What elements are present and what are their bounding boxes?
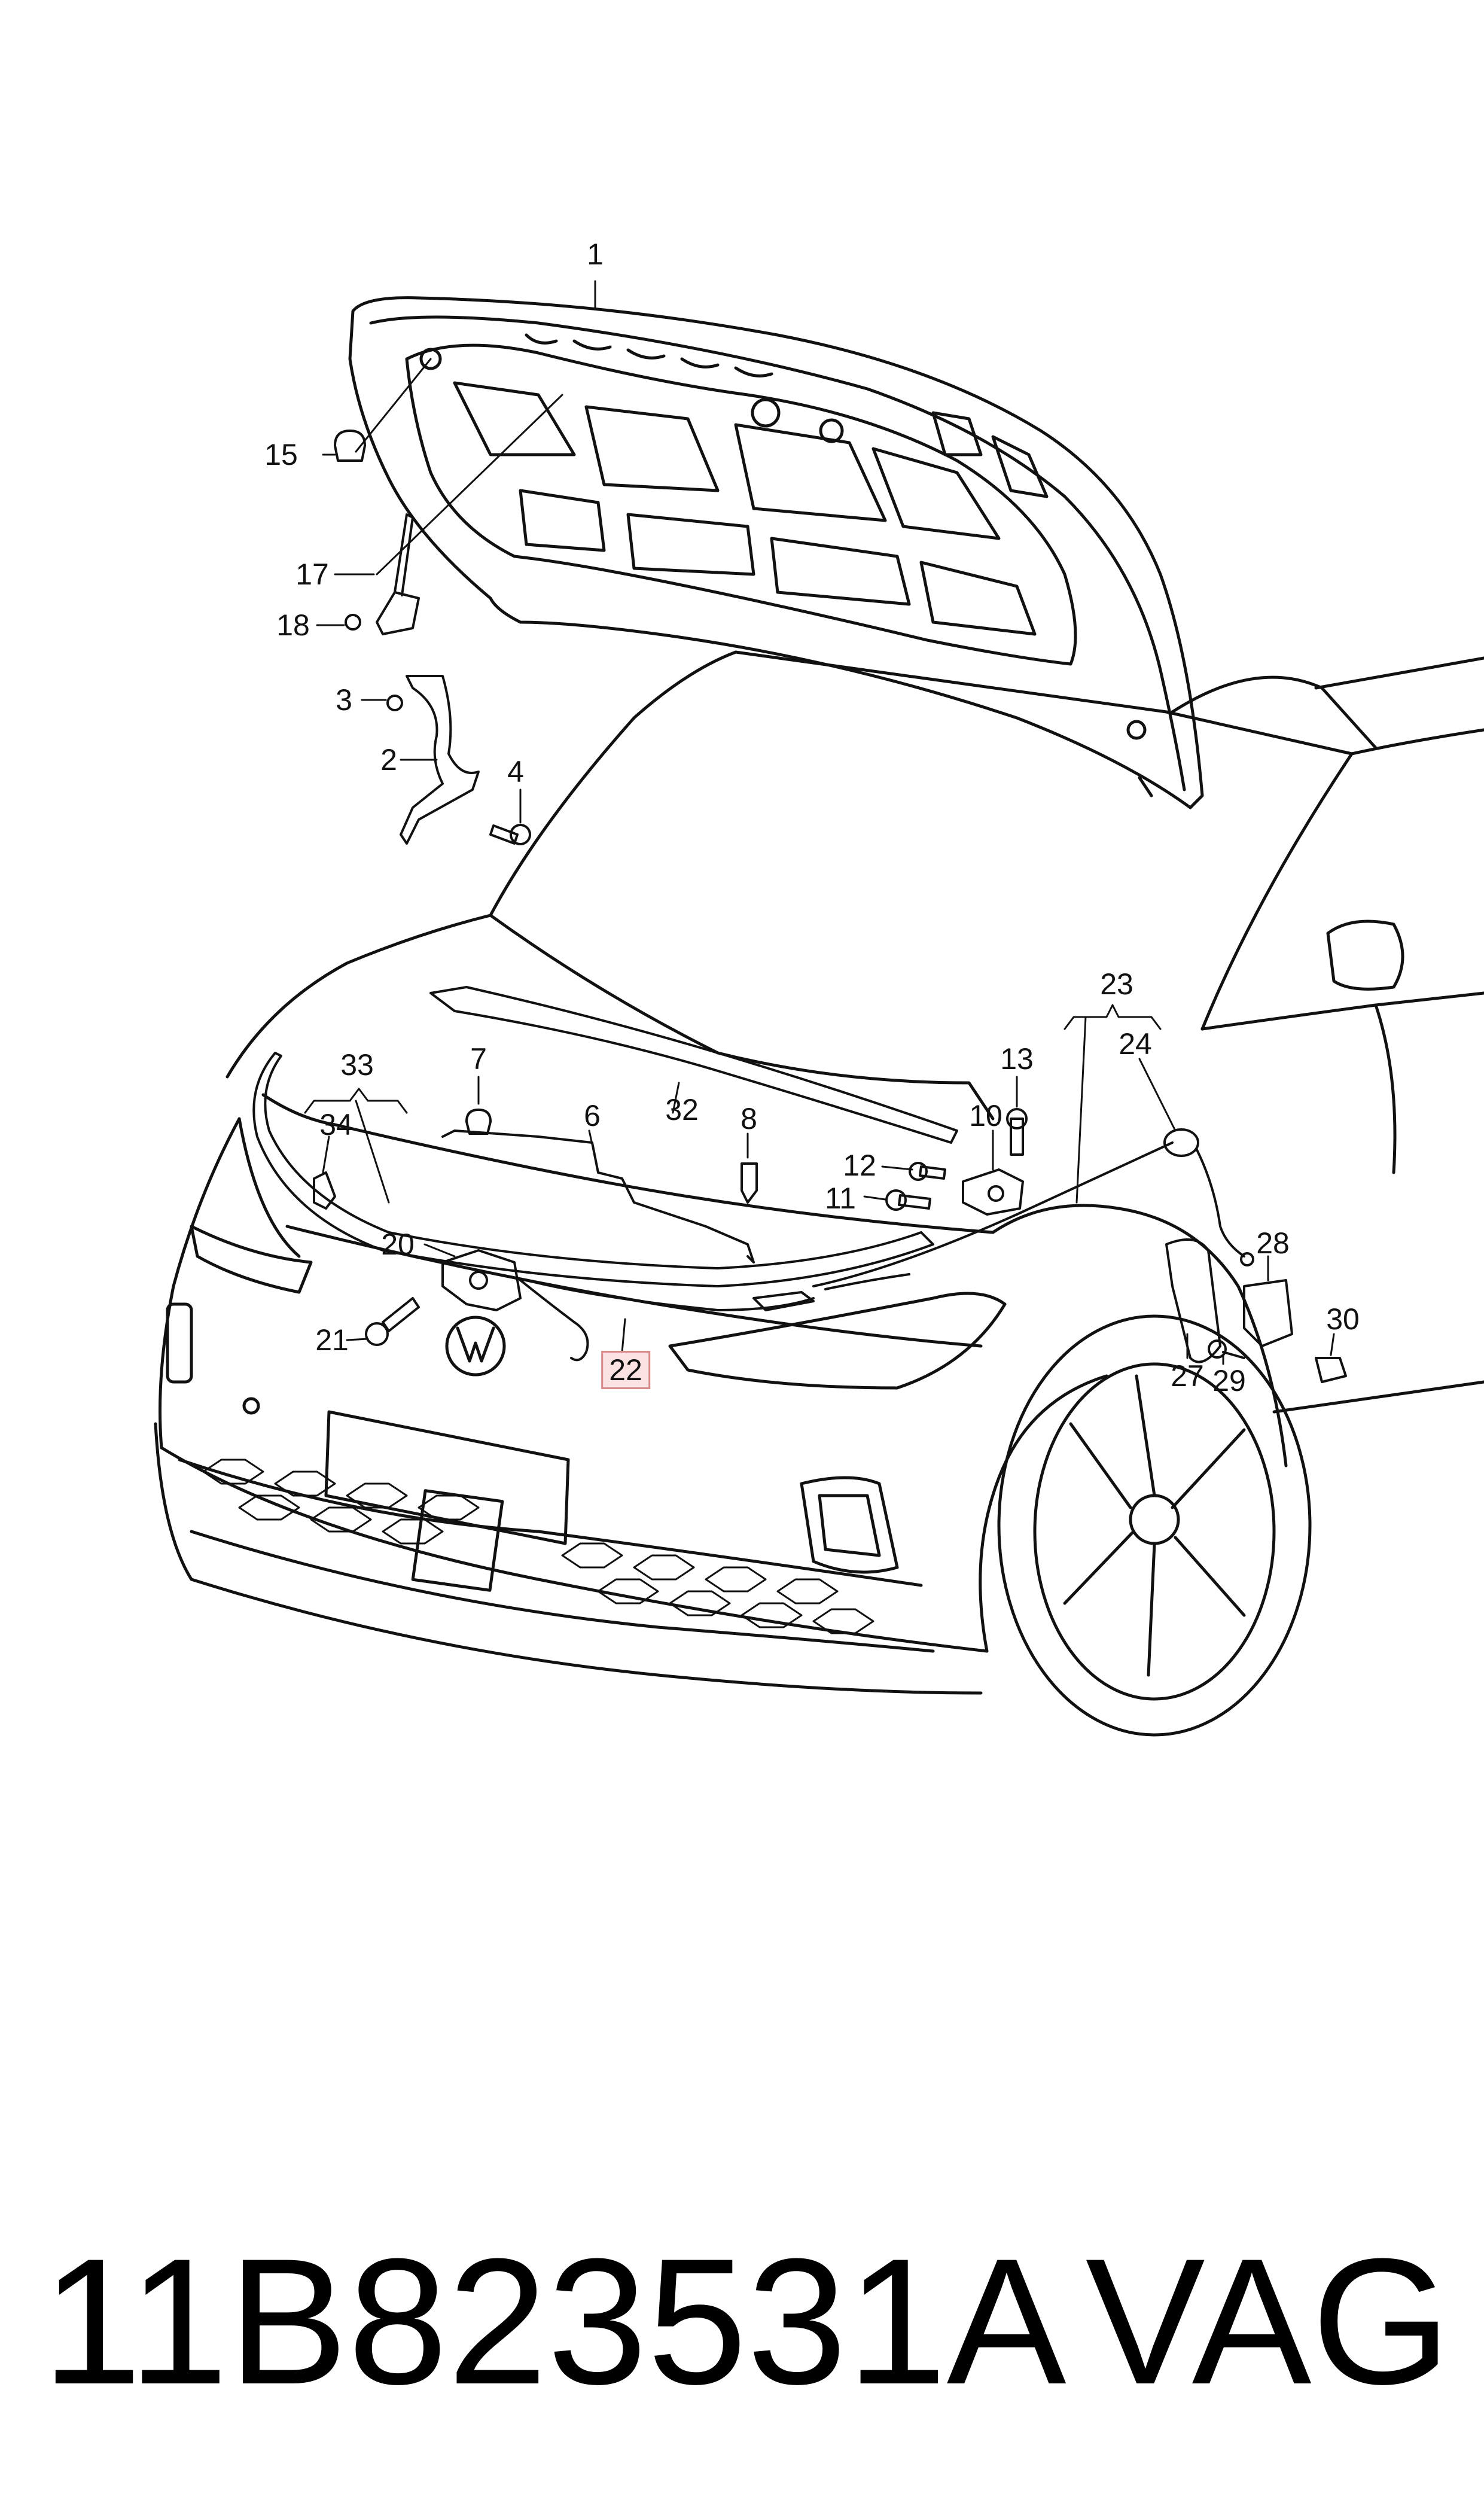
bolt-21: [382, 1297, 420, 1332]
bolt-4: [489, 824, 519, 845]
prop-rod-6: [441, 1129, 755, 1263]
callout-11: 11: [825, 1182, 856, 1215]
part-number-label: 11B823531A: [42, 2221, 1066, 2422]
cable-22: [519, 1279, 589, 1362]
callout-22-highlighted: 22: [601, 1351, 650, 1389]
hinge-2: [400, 675, 480, 845]
hood-panel: [348, 296, 1204, 809]
bolt-11: [898, 1194, 931, 1210]
callout-7: 7: [470, 1042, 487, 1076]
buffer-15: [334, 430, 366, 462]
callout-13: 13: [1000, 1042, 1034, 1076]
exploded-parts-diagram: [154, 280, 1484, 1737]
bolt-13: [1010, 1118, 1024, 1156]
small-parts: [252, 430, 1347, 1383]
callout-23: 23: [1100, 967, 1133, 1001]
callout-1: 1: [587, 238, 604, 271]
callout-24: 24: [1119, 1027, 1152, 1061]
bolt-29: [1208, 1339, 1227, 1359]
callout-27: 27: [1171, 1359, 1204, 1393]
bracket-17: [376, 591, 420, 635]
callout-29: 29: [1212, 1364, 1246, 1397]
leader-lines: [304, 280, 1335, 1365]
cable-23: [812, 1141, 1174, 1287]
callout-30: 30: [1326, 1302, 1360, 1336]
grommet-24: [1163, 1128, 1199, 1157]
bracket-28: [1243, 1279, 1293, 1347]
lock-20: [441, 1249, 522, 1311]
buffer-7: [465, 1109, 492, 1135]
callout-6: 6: [584, 1099, 601, 1132]
clip-34: [313, 1171, 336, 1210]
brand-label: VAG: [1085, 2221, 1451, 2422]
callout-34: 34: [319, 1108, 353, 1141]
callout-4: 4: [507, 755, 524, 788]
handle-27: [1165, 1238, 1221, 1363]
callout-18: 18: [276, 608, 310, 642]
callout-2: 2: [380, 743, 397, 777]
callout-15: 15: [264, 438, 298, 471]
nut-18: [345, 614, 361, 631]
callout-33: 33: [340, 1048, 374, 1082]
callout-32: 32: [665, 1093, 699, 1126]
callout-10: 10: [969, 1099, 1002, 1132]
clip-8: [741, 1162, 758, 1204]
callout-17: 17: [295, 558, 329, 591]
callout-20: 20: [381, 1228, 415, 1261]
seal-32: [429, 986, 958, 1144]
seal-33: [252, 1052, 934, 1287]
vehicle-body: [154, 650, 1484, 1737]
callout-28: 28: [1256, 1226, 1290, 1260]
callout-12: 12: [843, 1149, 876, 1182]
nut-30: [1315, 1357, 1347, 1383]
bolt-12: [919, 1165, 946, 1180]
bracket-10: [962, 1168, 1024, 1216]
callout-21: 21: [315, 1323, 349, 1357]
callout-8: 8: [741, 1102, 757, 1135]
callout-3: 3: [336, 683, 352, 717]
nut-3: [386, 695, 403, 711]
